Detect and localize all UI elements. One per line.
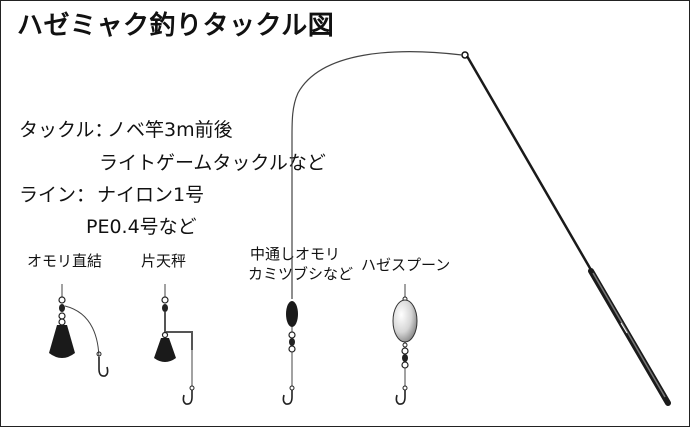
rig-label-goby-spoon: ハゼスプーン bbox=[361, 256, 451, 274]
hook-icon bbox=[182, 390, 193, 405]
line-pe-spec: PE0.4号など bbox=[86, 216, 197, 238]
line-label: ライン： bbox=[19, 184, 96, 206]
rig-label-direct-sinker: オモリ直結 bbox=[27, 252, 103, 270]
sinker-shape bbox=[286, 301, 298, 327]
hook-icon bbox=[282, 390, 293, 405]
rig-direct-sinker bbox=[49, 284, 109, 377]
tackle-label: タックル： bbox=[19, 119, 114, 141]
fishing-line bbox=[291, 51, 463, 299]
tackle-rod-spec: ノベ竿3m前後 bbox=[107, 119, 233, 141]
diagram-title: ハゼミャク釣りタックル図 bbox=[17, 11, 335, 41]
spoon-shape bbox=[392, 299, 418, 343]
hook-icon bbox=[98, 357, 109, 377]
rig-goby-spoon bbox=[392, 284, 418, 405]
line-nylon-spec: ナイロン1号 bbox=[97, 184, 205, 206]
rig-label-inline-sinker-2: カミツブシなど bbox=[248, 265, 354, 283]
sinker-shape bbox=[154, 338, 176, 362]
rod bbox=[461, 51, 671, 406]
rig-label-inline-sinker-1: 中通しオモリ bbox=[250, 245, 341, 263]
tackle-alt-spec: ライトゲームタックルなど bbox=[99, 152, 326, 174]
rig-single-arm bbox=[154, 284, 195, 405]
rig-inline-sinker bbox=[282, 301, 298, 405]
hook-icon bbox=[395, 390, 406, 405]
rig-label-single-arm: 片天秤 bbox=[141, 252, 187, 270]
rod-tip-ring bbox=[461, 51, 469, 59]
sinker-shape bbox=[49, 325, 75, 358]
